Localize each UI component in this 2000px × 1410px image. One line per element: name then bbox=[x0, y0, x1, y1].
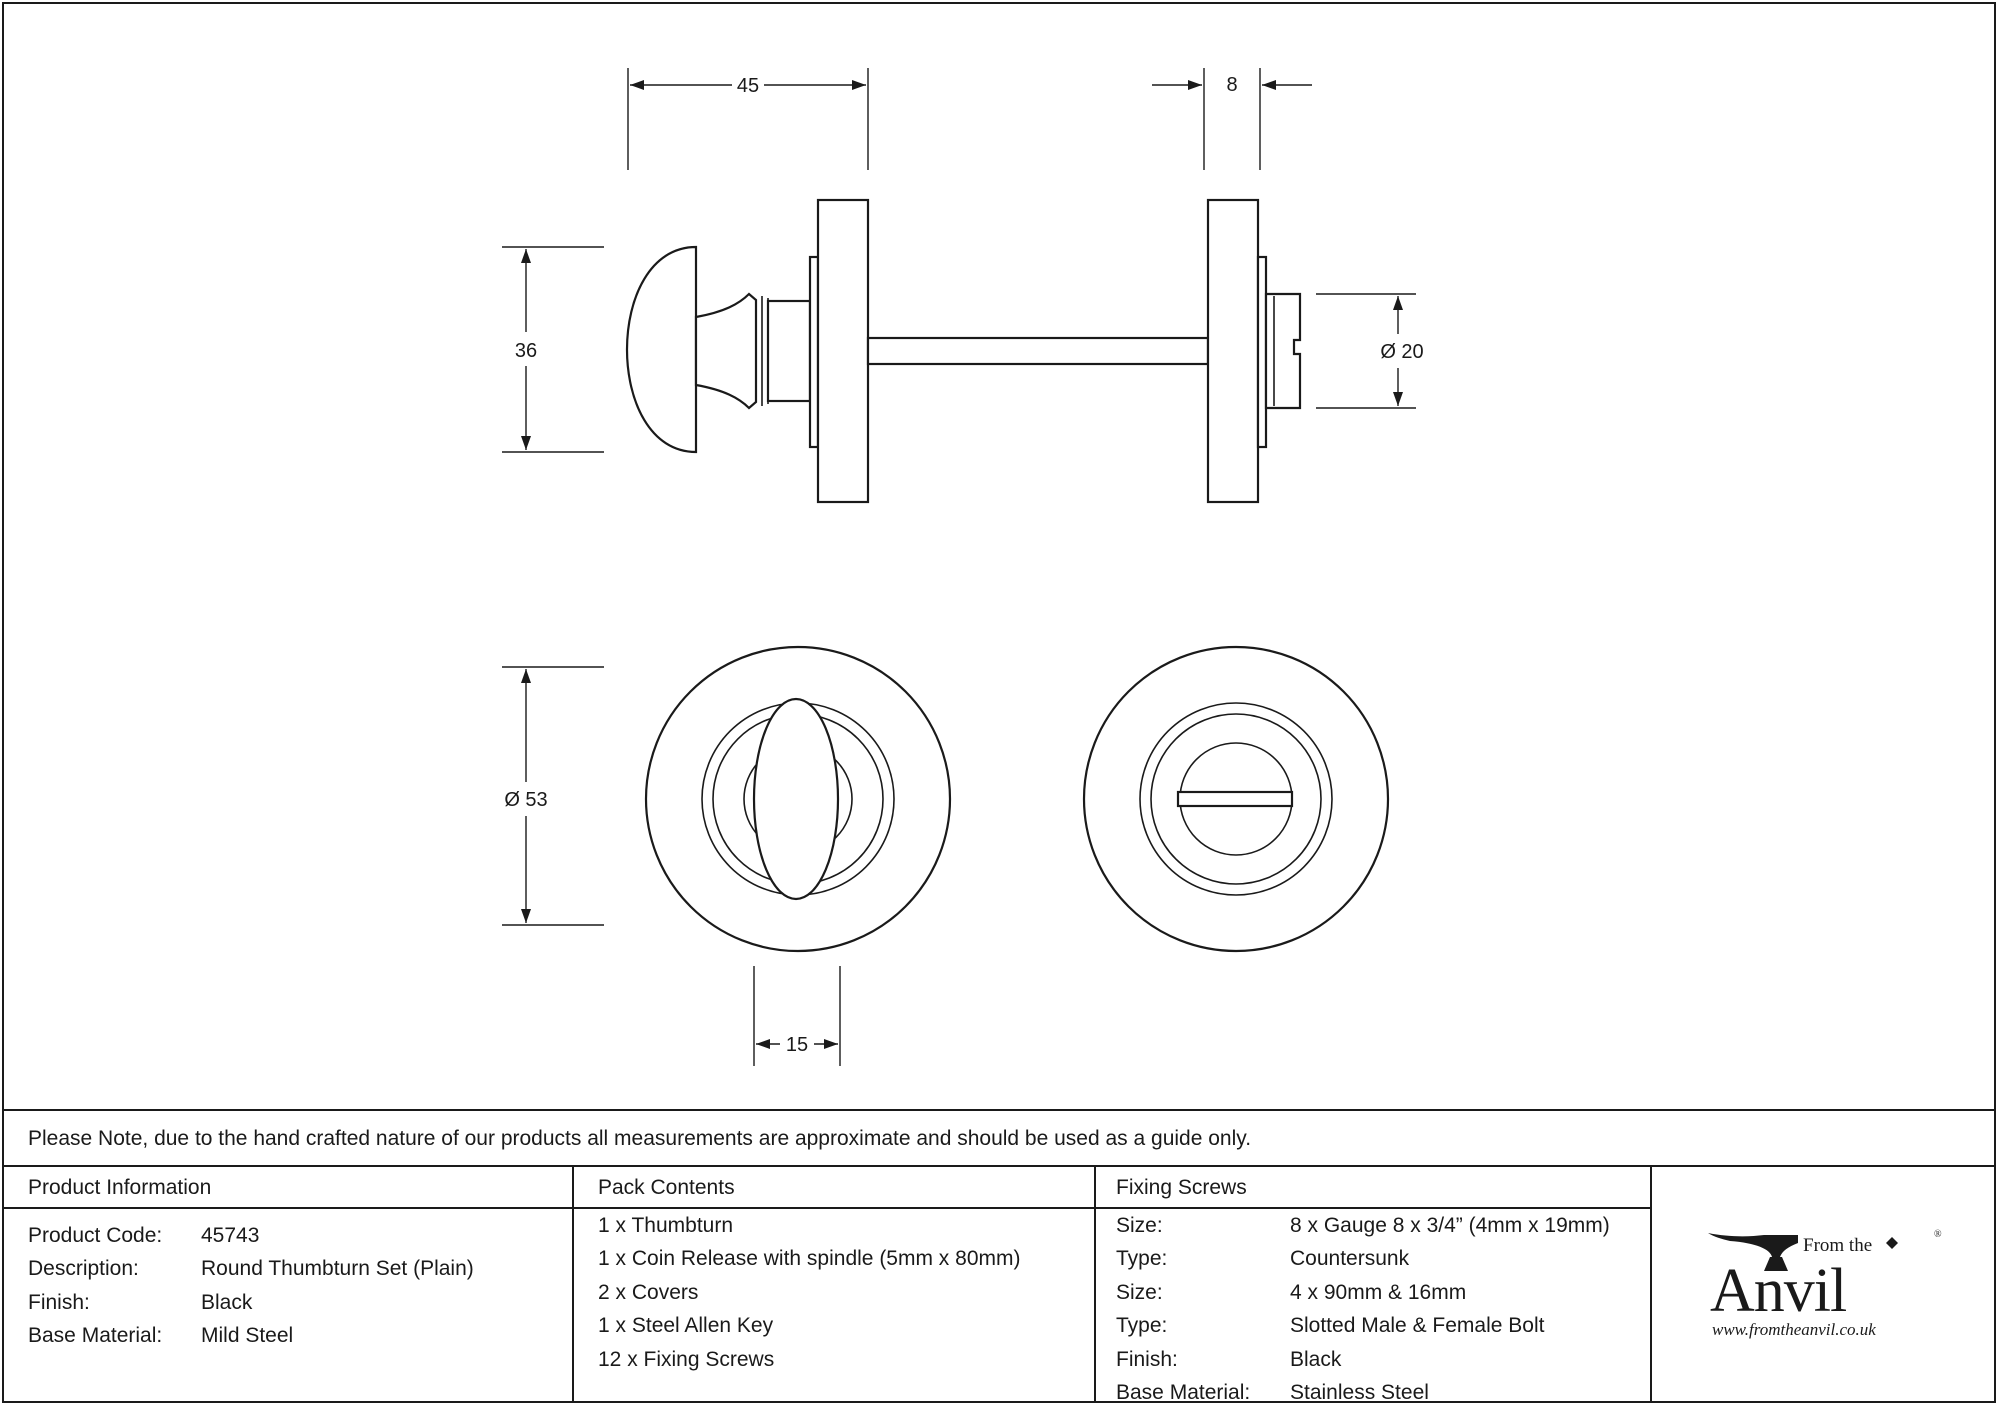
release-slot bbox=[1178, 792, 1292, 806]
fixing-label: Type: bbox=[1116, 1247, 1290, 1271]
base-material-label: Base Material: bbox=[28, 1324, 201, 1348]
measurement-note: Please Note, due to the hand crafted nat… bbox=[28, 1127, 1251, 1151]
thumbturn-neck bbox=[696, 294, 756, 408]
pack-contents-heading: Pack Contents bbox=[574, 1167, 1094, 1209]
fixing-value: Stainless Steel bbox=[1290, 1381, 1429, 1405]
anvil-icon bbox=[1708, 1233, 1798, 1257]
description-row: Description: Round Thumbturn Set (Plain) bbox=[28, 1253, 572, 1287]
fixing-label: Size: bbox=[1116, 1281, 1290, 1305]
pack-item: 12 x Fixing Screws bbox=[598, 1343, 1094, 1377]
dim-45-label: 45 bbox=[737, 75, 759, 97]
dim-dia-20-label: Ø 20 bbox=[1380, 341, 1423, 363]
technical-drawing: 45 8 36 bbox=[4, 4, 1994, 1109]
thumbturn-side-view bbox=[627, 200, 868, 502]
pack-item: 1 x Coin Release with spindle (5mm x 80m… bbox=[598, 1243, 1094, 1277]
thumbturn-knob bbox=[627, 247, 696, 452]
pack-contents-panel: Pack Contents 1 x Thumbturn 1 x Coin Rel… bbox=[574, 1167, 1096, 1401]
fixing-label: Size: bbox=[1116, 1214, 1290, 1238]
dim-8: 8 bbox=[1152, 68, 1312, 170]
release-backplate bbox=[1258, 257, 1266, 447]
description-label: Description: bbox=[28, 1257, 201, 1281]
fixing-value: 8 x Gauge 8 x 3/4” (4mm x 19mm) bbox=[1290, 1214, 1610, 1238]
product-code-label: Product Code: bbox=[28, 1224, 201, 1248]
logo-anvil: Anvil bbox=[1710, 1257, 1846, 1325]
pack-item: 1 x Thumbturn bbox=[598, 1209, 1094, 1243]
product-information-heading: Product Information bbox=[4, 1167, 572, 1209]
thumbturn-grip-front bbox=[754, 699, 838, 899]
fixing-value: Slotted Male & Female Bolt bbox=[1290, 1314, 1544, 1338]
diamond-icon bbox=[1886, 1237, 1898, 1249]
spindle bbox=[868, 338, 1208, 364]
finish-row: Finish: Black bbox=[28, 1286, 572, 1320]
fixing-label: Base Material: bbox=[1116, 1381, 1290, 1405]
logo-panel: From the ® Anvil www.fromtheanvil.co.uk bbox=[1652, 1167, 1994, 1401]
fixing-row: Type: Slotted Male & Female Bolt bbox=[1116, 1310, 1650, 1344]
dim-dia-53-label: Ø 53 bbox=[504, 789, 547, 811]
thumbturn-rose-side bbox=[818, 200, 868, 502]
fixing-value: Black bbox=[1290, 1348, 1341, 1372]
finish-value: Black bbox=[201, 1291, 252, 1315]
dim-36-label: 36 bbox=[515, 340, 537, 362]
release-front-view bbox=[1084, 647, 1388, 951]
thumbturn-backplate bbox=[810, 257, 818, 447]
finish-label: Finish: bbox=[28, 1291, 201, 1315]
fixing-row: Type: Countersunk bbox=[1116, 1243, 1650, 1277]
dim-15-label: 15 bbox=[786, 1034, 808, 1056]
product-code-row: Product Code: 45743 bbox=[28, 1219, 572, 1253]
dim-dia-53: Ø 53 bbox=[502, 667, 604, 925]
dim-dia-20: Ø 20 bbox=[1316, 294, 1424, 408]
fixing-label: Type: bbox=[1116, 1314, 1290, 1338]
pack-item: 2 x Covers bbox=[598, 1276, 1094, 1310]
base-material-row: Base Material: Mild Steel bbox=[28, 1320, 572, 1354]
fixing-row: Size: 4 x 90mm & 16mm bbox=[1116, 1276, 1650, 1310]
fixing-value: Countersunk bbox=[1290, 1247, 1409, 1271]
dim-45: 45 bbox=[628, 68, 868, 170]
product-information-panel: Product Information Product Code: 45743 … bbox=[4, 1167, 574, 1401]
fixing-row: Size: 8 x Gauge 8 x 3/4” (4mm x 19mm) bbox=[1116, 1209, 1650, 1243]
release-side-view bbox=[1208, 200, 1300, 502]
release-slot-head bbox=[1266, 294, 1300, 408]
measurement-note-row: Please Note, due to the hand crafted nat… bbox=[4, 1109, 1994, 1167]
fixing-row: Finish: Black bbox=[1116, 1343, 1650, 1377]
pack-item: 1 x Steel Allen Key bbox=[598, 1310, 1094, 1344]
thumbturn-collar bbox=[768, 301, 810, 401]
fixing-screws-panel: Fixing Screws Size: 8 x Gauge 8 x 3/4” (… bbox=[1096, 1167, 1652, 1401]
product-code-value: 45743 bbox=[201, 1224, 259, 1248]
fixing-row: Base Material: Stainless Steel bbox=[1116, 1377, 1650, 1410]
fixing-label: Finish: bbox=[1116, 1348, 1290, 1372]
dim-15: 15 bbox=[754, 966, 840, 1066]
logo-registered: ® bbox=[1934, 1229, 1942, 1240]
release-rose-side bbox=[1208, 200, 1258, 502]
dim-8-label: 8 bbox=[1226, 74, 1237, 96]
fixing-screws-heading: Fixing Screws bbox=[1096, 1167, 1650, 1209]
thumbturn-front-view bbox=[646, 647, 950, 951]
logo-from-the: From the bbox=[1803, 1235, 1872, 1256]
fixing-value: 4 x 90mm & 16mm bbox=[1290, 1281, 1466, 1305]
dim-36: 36 bbox=[502, 247, 604, 452]
from-the-anvil-logo: From the ® Anvil www.fromtheanvil.co.uk bbox=[1708, 1223, 1948, 1343]
base-material-value: Mild Steel bbox=[201, 1324, 293, 1348]
description-value: Round Thumbturn Set (Plain) bbox=[201, 1257, 474, 1281]
logo-url: www.fromtheanvil.co.uk bbox=[1712, 1320, 1876, 1339]
